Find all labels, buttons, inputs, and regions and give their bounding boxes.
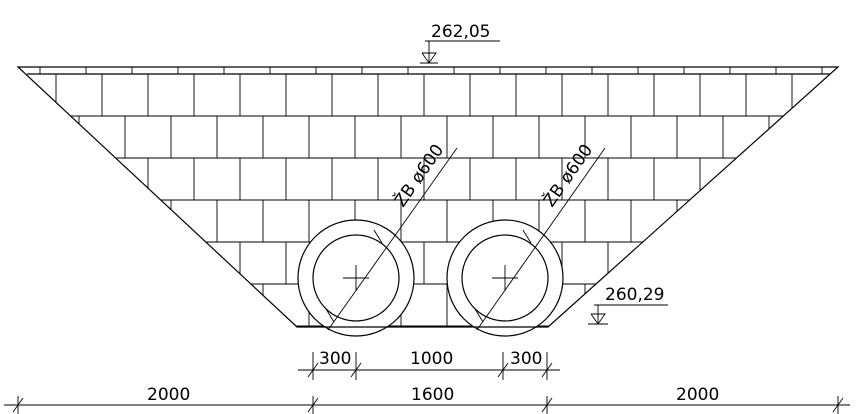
dim-outer-3: 2000 <box>676 385 719 405</box>
dim-inner-3: 300 <box>510 349 542 369</box>
bottom-elevation-marker <box>588 304 668 325</box>
pipe-left-leader <box>327 147 458 331</box>
dim-outer-1: 2000 <box>147 385 190 405</box>
bottom-elevation-label: 260,29 <box>605 285 664 305</box>
top-elevation-label: 262,05 <box>431 22 490 42</box>
dim-inner-2: 1000 <box>410 349 453 369</box>
pipe-left <box>297 147 458 337</box>
outer-dimension-line <box>4 396 850 414</box>
dim-inner-1: 300 <box>319 349 351 369</box>
inner-dimension-line <box>298 352 560 380</box>
pipe-right-leader <box>476 147 606 331</box>
dim-outer-2: 1600 <box>411 385 454 405</box>
masonry-hatch <box>18 67 838 327</box>
pipe-right <box>446 147 606 337</box>
top-elevation-marker <box>420 40 500 64</box>
embankment-outline <box>16 66 840 328</box>
